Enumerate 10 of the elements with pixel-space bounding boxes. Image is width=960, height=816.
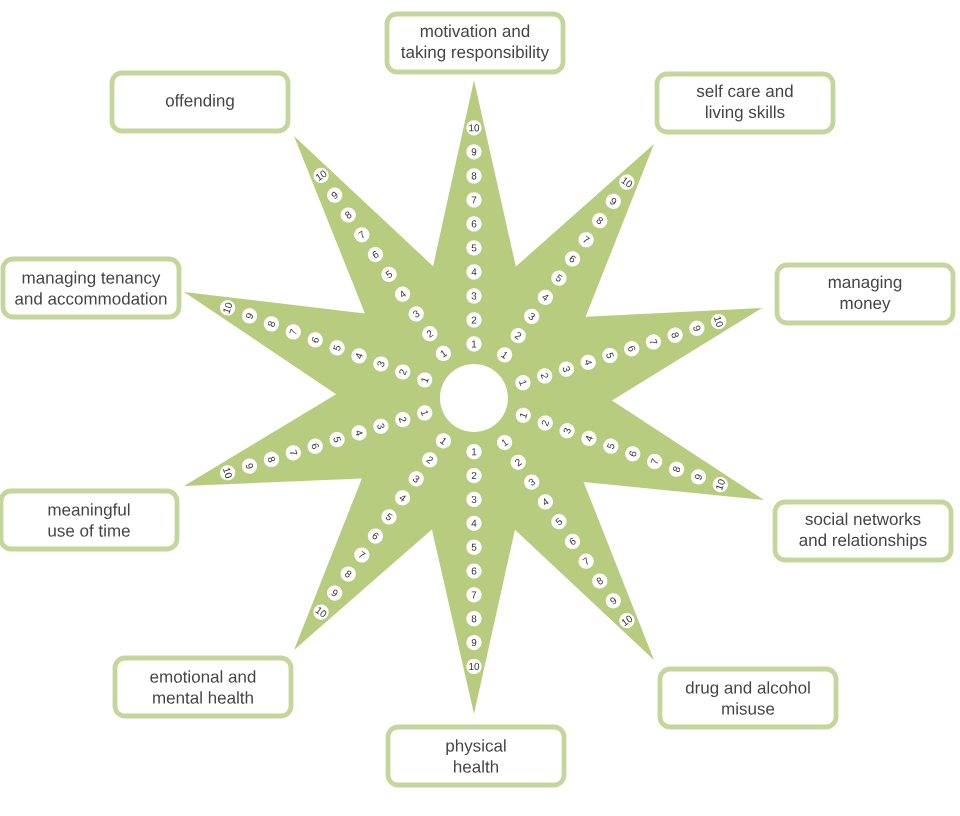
category-box: social networks and relationships bbox=[772, 499, 954, 563]
category-box: offending bbox=[109, 70, 291, 134]
category-box: motivation and taking responsibility bbox=[384, 11, 566, 75]
category-box: emotional and mental health bbox=[112, 655, 294, 719]
category-box: self care and living skills bbox=[654, 71, 836, 135]
category-box: managing money bbox=[774, 262, 956, 326]
category-box: drug and alcohol misuse bbox=[657, 666, 839, 730]
category-box: managing tenancy and accommodation bbox=[0, 256, 182, 320]
category-box: physical health bbox=[385, 724, 567, 788]
category-box: meaningful use of time bbox=[0, 488, 180, 552]
